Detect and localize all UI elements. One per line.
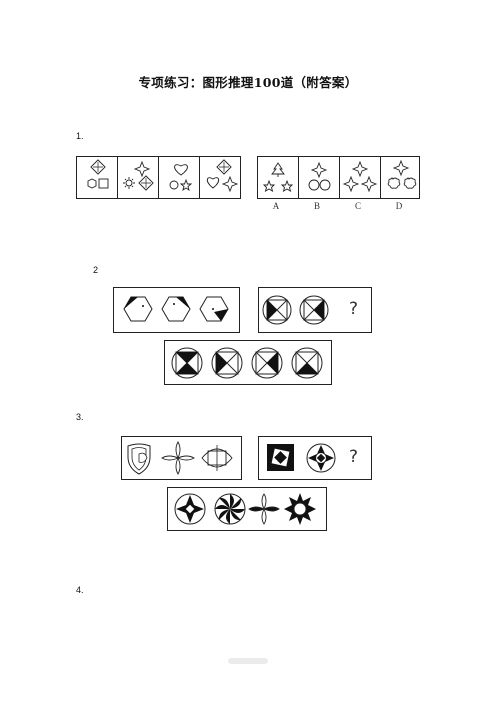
q3-black-square [267, 444, 294, 471]
page-title: 专项练习：图形推理100道（附答案） [138, 75, 358, 90]
q3-sequence-panel: ? [258, 436, 372, 480]
q3-option-4 [284, 493, 316, 525]
q3-option-1 [174, 493, 206, 525]
q1-stem-panel [76, 156, 241, 199]
q2-question-mark: ? [349, 299, 359, 319]
q2-option-4 [291, 347, 323, 379]
q1-stem-figure-4 [200, 157, 242, 198]
q2-option-1 [171, 347, 203, 379]
question-number-3: 3. [76, 412, 84, 422]
question-number-2: 2 [93, 265, 99, 275]
q2-stem-panel [113, 287, 240, 333]
q3-question-mark: ? [349, 447, 359, 467]
q2-hexagon-1 [123, 296, 153, 322]
q1-option-b-label[interactable]: B [313, 201, 320, 211]
q2-hexagon-3 [199, 296, 229, 322]
q1-option-d-label[interactable]: D [395, 201, 403, 211]
q3-lens-square [201, 445, 233, 471]
q2-option-2 [211, 347, 243, 379]
q1-option-d-figure[interactable] [381, 157, 421, 198]
q1-options-panel [257, 156, 420, 199]
q1-stem-figure-2 [118, 157, 159, 198]
q3-option-2 [214, 493, 246, 525]
q2-hexagon-2 [161, 296, 191, 322]
q3-stem-panel [121, 436, 242, 480]
q3-shield [127, 443, 151, 475]
q1-option-a-label[interactable]: A [272, 201, 280, 211]
q1-stem-figure-1 [77, 157, 118, 198]
q2-sequence-panel: ? [258, 287, 372, 333]
q3-circle-star [306, 443, 336, 473]
question-number-1: 1. [76, 131, 84, 141]
q1-option-b-figure[interactable] [299, 157, 340, 198]
q1-option-c-label[interactable]: C [354, 201, 361, 211]
q1-option-a-figure[interactable] [258, 157, 299, 198]
watermark-mark [228, 658, 268, 664]
q2-options-panel [164, 340, 332, 385]
q3-option-3 [248, 493, 280, 525]
q1-stem-figure-3 [159, 157, 200, 198]
question-number-4: 4. [76, 585, 84, 595]
q2-option-3 [251, 347, 283, 379]
q3-four-petal [161, 441, 195, 475]
q1-option-c-figure[interactable] [340, 157, 381, 198]
q3-options-panel [167, 487, 327, 531]
